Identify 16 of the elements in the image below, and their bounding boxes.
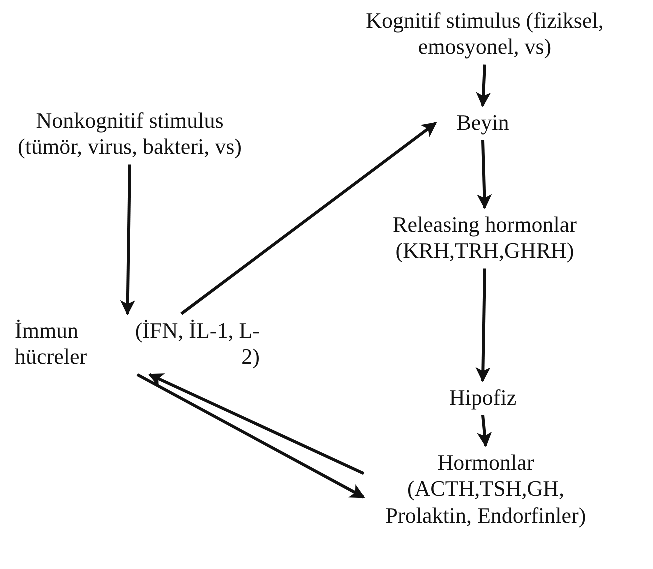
- node-text: Hormonlar (ACTH,TSH,GH, Prolaktin, Endorfinler): [384, 450, 588, 530]
- arrow: [120, 164, 136, 316]
- arrow: [476, 64, 492, 108]
- arrow: [477, 140, 492, 210]
- node-text: (İFN, İL-1, L-2): [135, 318, 260, 371]
- arrow: [180, 122, 438, 316]
- arrow: [477, 415, 492, 448]
- node-text: Releasing hormonlar (KRH,TRH,GHRH): [392, 212, 578, 265]
- node-text: Kognitif stimulus (fiziksel, emosyonel, vs): [365, 8, 605, 61]
- node-text: Nonkognitif stimulus (tümör, virus, bakteri, vs): [17, 108, 243, 161]
- node-text: Beyin: [456, 110, 510, 136]
- arrow: [476, 268, 491, 382]
- node-text: İmmun hücreler: [15, 318, 88, 371]
- node-text: Hipofiz: [448, 385, 518, 412]
- arrow: [136, 373, 366, 499]
- arrow: [148, 373, 365, 476]
